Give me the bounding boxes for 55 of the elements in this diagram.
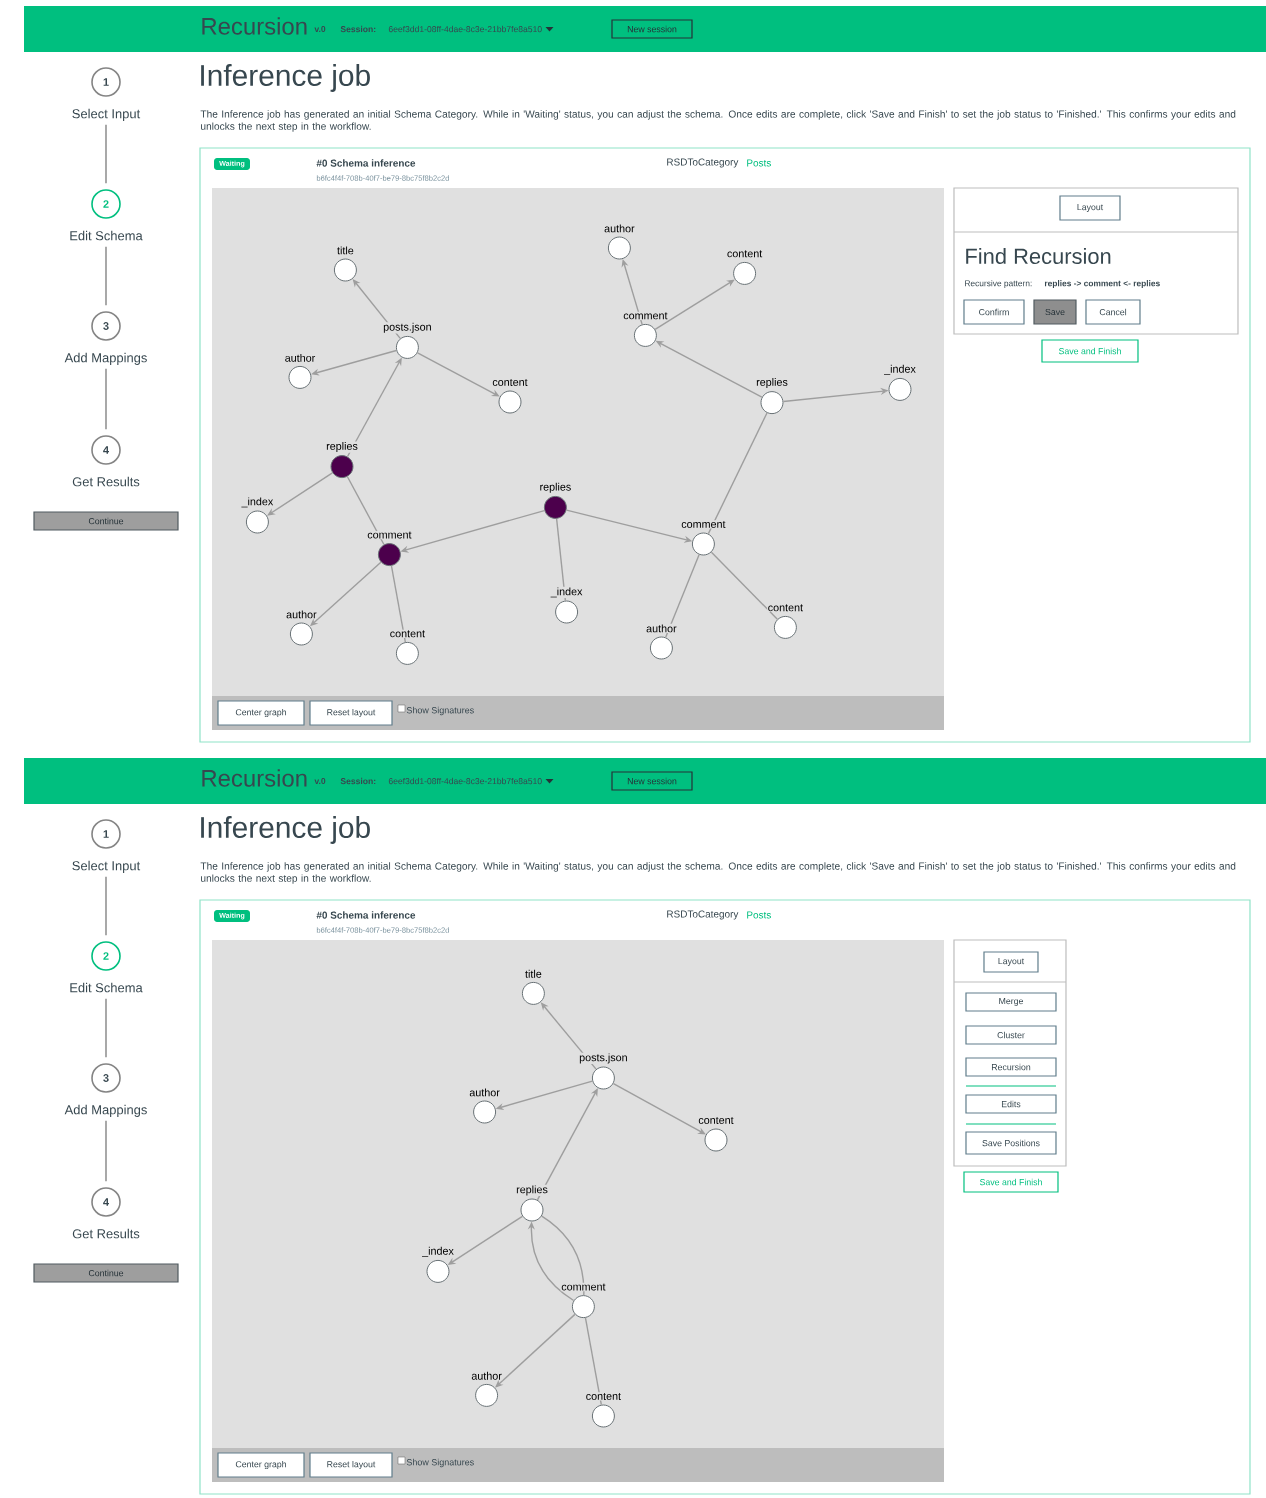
graph-node bbox=[473, 1100, 497, 1124]
arrow bbox=[612, 1082, 706, 1135]
connector-line bbox=[105, 368, 107, 430]
graph-node bbox=[691, 532, 715, 556]
arrow bbox=[536, 1088, 598, 1201]
graph-node bbox=[395, 641, 419, 665]
graph-node bbox=[733, 261, 757, 285]
graph-node bbox=[773, 615, 797, 639]
graph-node bbox=[289, 622, 313, 646]
arrow bbox=[352, 279, 401, 340]
connector-line bbox=[105, 1120, 107, 1182]
page-title: Recursion bbox=[202, 17, 307, 35]
connector-line bbox=[105, 246, 107, 306]
graph-node bbox=[555, 600, 579, 624]
graph-node bbox=[475, 1383, 499, 1407]
edge-line bbox=[707, 412, 768, 535]
graph-node bbox=[888, 377, 912, 401]
graph-node bbox=[704, 1128, 728, 1152]
graph-node bbox=[543, 495, 567, 519]
graph-node bbox=[760, 391, 784, 415]
graph-node bbox=[498, 390, 522, 414]
heading: Find Recursion bbox=[966, 247, 1111, 265]
arrow bbox=[654, 279, 735, 330]
edge-line bbox=[346, 476, 385, 546]
arrow bbox=[495, 1313, 576, 1388]
graph-node bbox=[521, 981, 545, 1005]
connector-line bbox=[105, 124, 107, 184]
page-title: Recursion bbox=[202, 769, 307, 787]
edge-line bbox=[541, 1215, 585, 1296]
edge-line bbox=[584, 1317, 603, 1406]
arrow bbox=[621, 259, 643, 326]
graph-node bbox=[649, 636, 673, 660]
edge-line bbox=[710, 551, 779, 620]
graph-node bbox=[245, 510, 269, 534]
graph-node bbox=[333, 258, 357, 282]
graph-node bbox=[377, 543, 401, 567]
graph-node bbox=[571, 1295, 595, 1319]
edge-line bbox=[390, 565, 407, 643]
graph-node bbox=[395, 335, 419, 359]
arrow bbox=[416, 352, 500, 397]
heading: Inference job bbox=[201, 64, 370, 92]
graph-node bbox=[591, 1066, 615, 1090]
arrow bbox=[267, 472, 334, 516]
heading: Inference job bbox=[201, 816, 370, 844]
graph-node bbox=[288, 365, 312, 389]
connector-line bbox=[105, 998, 107, 1058]
graph-node bbox=[330, 455, 354, 479]
graph-node bbox=[426, 1259, 450, 1283]
edge-line bbox=[555, 518, 567, 602]
graph-node bbox=[591, 1404, 615, 1428]
edge-line bbox=[665, 553, 700, 639]
connector-line bbox=[105, 876, 107, 936]
graph-node bbox=[520, 1198, 544, 1222]
graph-node bbox=[633, 323, 657, 347]
graph-node bbox=[607, 236, 631, 260]
